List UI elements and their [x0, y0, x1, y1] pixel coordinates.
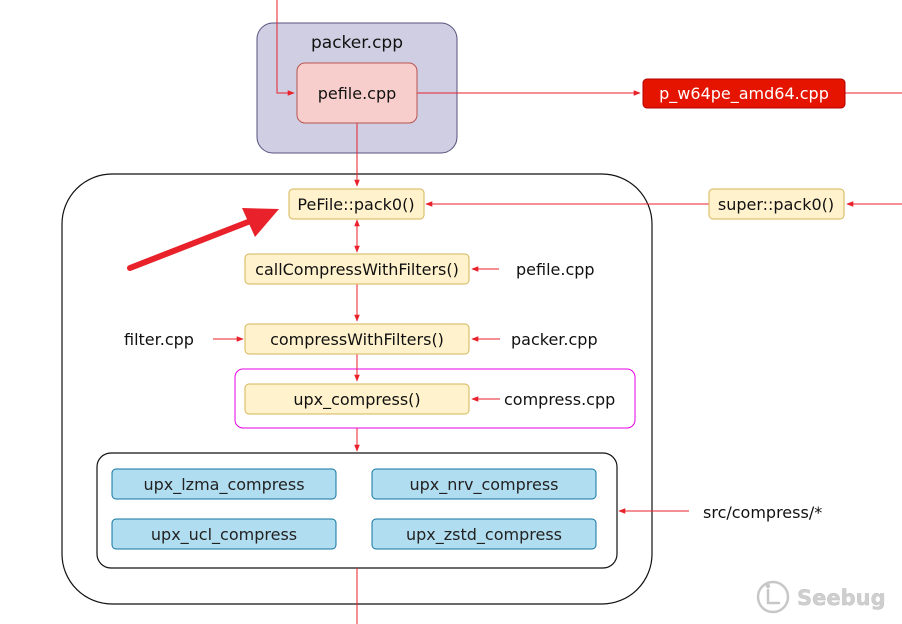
annotation-arrow: [127, 208, 279, 271]
lzma-node: [111, 468, 337, 500]
label-pefile-cpp: pefile.cpp: [516, 260, 595, 279]
w64pe-node-label: p_w64pe_amd64.cpp: [659, 84, 829, 104]
seebug-logo-icon: [756, 580, 790, 614]
nrv-node: [371, 468, 597, 500]
pefile-node: [296, 62, 418, 124]
w64pe-node: [642, 78, 846, 109]
compress-filters-node-label: compressWithFilters(): [270, 330, 444, 349]
zstd-node: [371, 518, 597, 550]
label-packer-cpp: packer.cpp: [511, 330, 598, 349]
super-pack0-node-label: super::pack0(): [718, 195, 834, 214]
label-compress-cpp: compress.cpp: [504, 390, 615, 409]
upx-compress-node-label: upx_compress(): [293, 390, 420, 410]
zstd-node-label: upx_zstd_compress: [406, 525, 562, 545]
pack0-node-label: PeFile::pack0(): [297, 195, 414, 214]
seebug-watermark-text: Seebug: [797, 586, 886, 610]
pack0-node: [288, 188, 425, 220]
lzma-node-label: upx_lzma_compress: [143, 475, 304, 495]
ucl-node-label: upx_ucl_compress: [151, 525, 297, 545]
upx-compress-node: [244, 383, 470, 415]
edge-top-to-pefile: [276, 0, 295, 96]
label-src-compress: src/compress/*: [703, 503, 822, 522]
super-pack0-node: [708, 188, 845, 220]
label-filter-cpp: filter.cpp: [124, 330, 194, 349]
ucl-node: [111, 518, 337, 550]
packer-container-label: packer.cpp: [311, 33, 403, 53]
upx-compress-group: [234, 368, 636, 429]
seebug-watermark: Seebug: [756, 580, 886, 614]
call-compress-node: [244, 253, 470, 285]
compress-filters-node: [244, 323, 470, 355]
nrv-node-label: upx_nrv_compress: [409, 475, 558, 495]
call-compress-node-label: callCompressWithFilters(): [255, 260, 459, 279]
edges: [213, 0, 902, 624]
pefile-node-label: pefile.cpp: [318, 84, 397, 103]
